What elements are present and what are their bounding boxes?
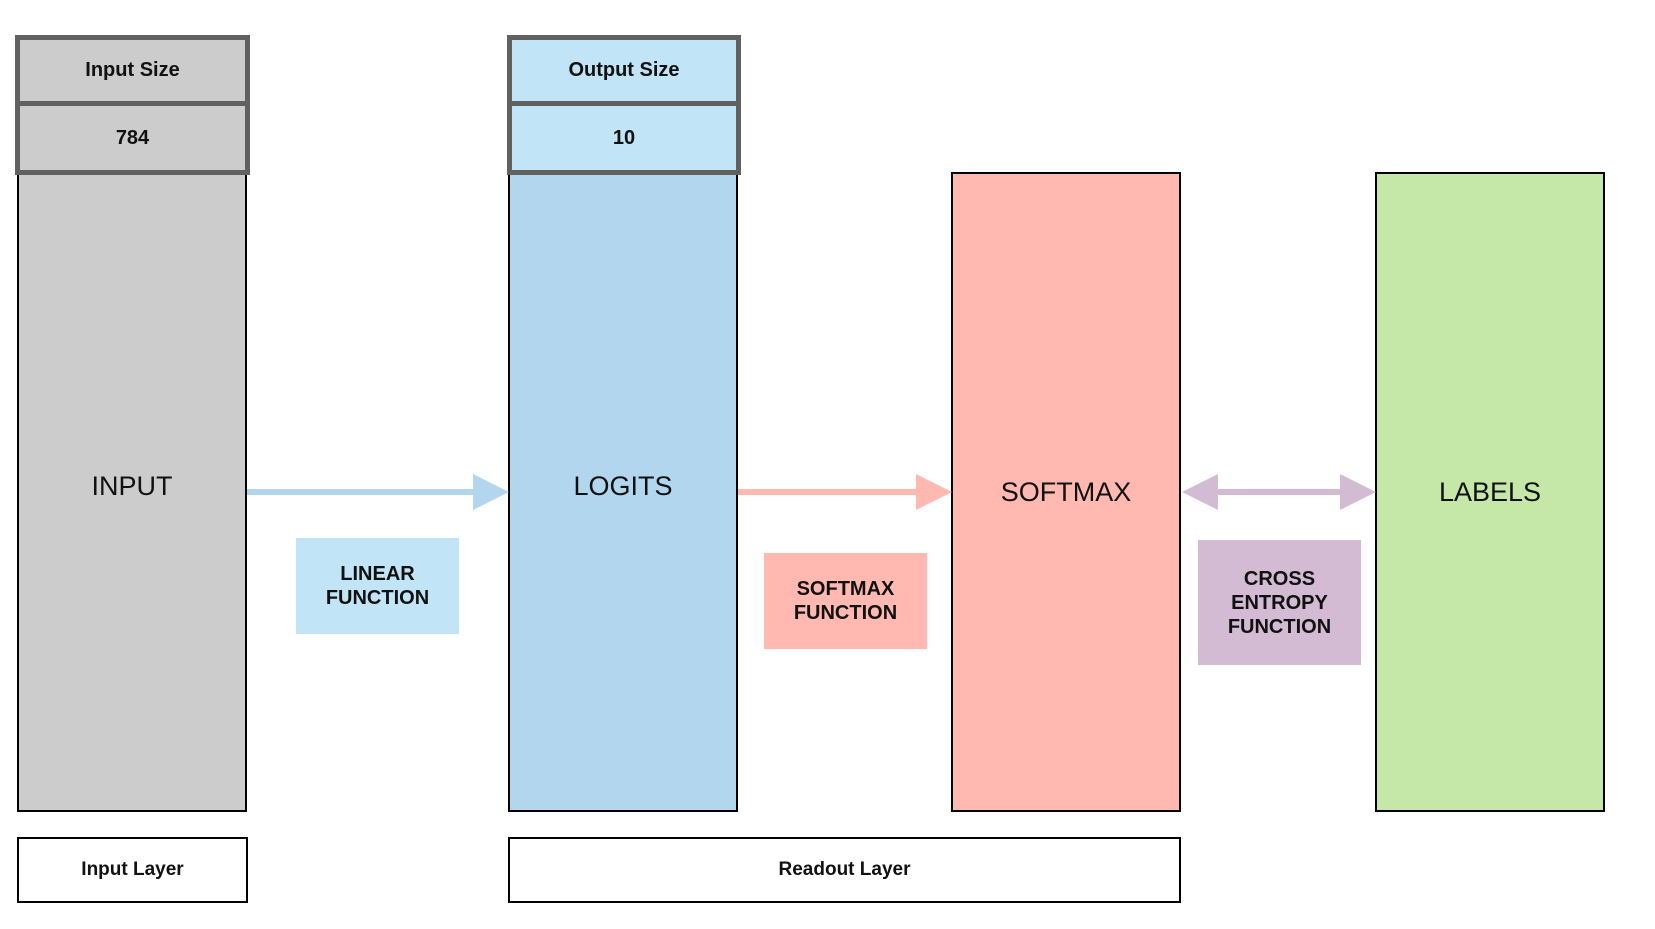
input-layer-label: Input Layer [81, 859, 184, 880]
softmax-function-box: SOFTMAX FUNCTION [764, 553, 927, 649]
softmax-function-label: SOFTMAX FUNCTION [793, 578, 898, 624]
output-size-value: 10 [612, 126, 636, 149]
linear-function-label: LINEAR FUNCTION [325, 563, 430, 609]
output-size-title: Output Size [568, 59, 680, 81]
input-size-value: 784 [115, 126, 150, 149]
output-size-value-cell: 10 [507, 101, 741, 175]
logits-column: LOGITS [508, 160, 738, 812]
labels-column-label: LABELS [1438, 476, 1542, 507]
readout-layer-label: Readout Layer [778, 859, 911, 880]
cross-entropy-function-box: CROSS ENTROPY FUNCTION [1198, 540, 1361, 665]
logits-column-label: LOGITS [573, 470, 673, 501]
softmax-column-label: SOFTMAX [1000, 476, 1132, 507]
input-size-title: Input Size [85, 59, 180, 81]
input-column: INPUT [17, 160, 247, 812]
softmax-column: SOFTMAX [951, 172, 1181, 812]
linear-function-box: LINEAR FUNCTION [296, 538, 459, 634]
input-layer-box: Input Layer [17, 837, 248, 903]
input-size-title-cell: Input Size [15, 35, 250, 106]
input-size-value-cell: 784 [15, 101, 250, 175]
readout-layer-box: Readout Layer [508, 837, 1181, 903]
labels-column: LABELS [1375, 172, 1605, 812]
cross-entropy-function-label: CROSS ENTROPY FUNCTION [1227, 567, 1332, 638]
input-column-label: INPUT [91, 470, 173, 501]
